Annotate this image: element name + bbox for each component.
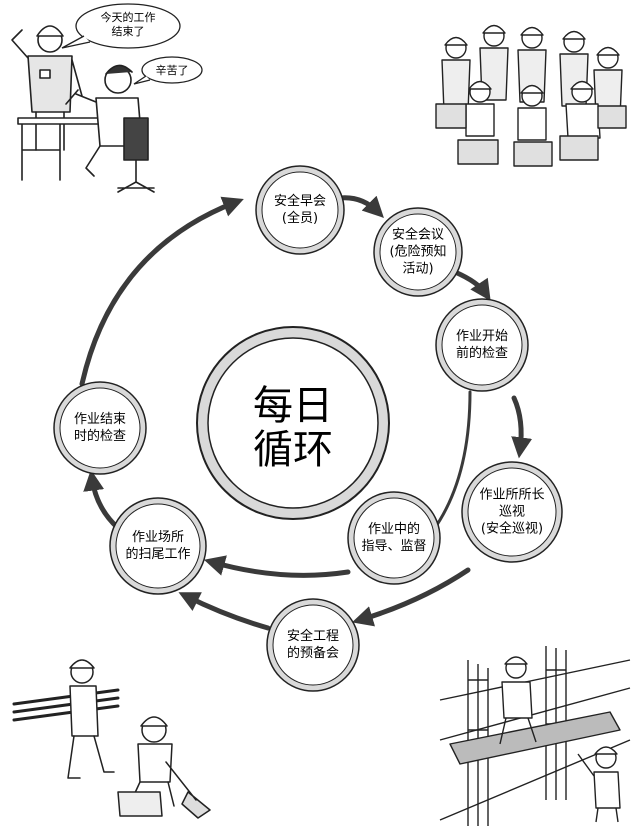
- arrow-precheck-to-patrol: [511, 395, 533, 459]
- node-label-line: (安全巡视): [481, 521, 543, 537]
- arrow-cleanup-to-postcheck: [83, 469, 121, 531]
- center-title-line2: 循环: [253, 427, 333, 473]
- speech-bubble-worker: 今天的工作结束了: [61, 3, 181, 49]
- illustration-top-left: [11, 25, 155, 193]
- speech-line: 辛苦了: [156, 63, 189, 77]
- node-morning-meeting: 安全早会(全员): [255, 165, 345, 255]
- node-face: [353, 497, 435, 579]
- speech-line: 今天的工作: [101, 10, 156, 24]
- node-label-line: 的扫尾工作: [125, 546, 190, 562]
- speech-bubble-boss: 辛苦了: [133, 56, 203, 85]
- arrow-prep-to-cleanup: [178, 592, 271, 631]
- speech-boss-text: 辛苦了: [156, 63, 189, 77]
- node-face: [115, 503, 201, 589]
- node-label-line: 巡视: [499, 505, 525, 520]
- node-label-line: (全员): [282, 210, 318, 226]
- worker-helmet-icon: [36, 25, 64, 37]
- node-label-line: 作业中的: [368, 521, 420, 537]
- office-chair-icon: [117, 117, 155, 193]
- cycle-nodes: 安全早会(全员)安全会议(危险预知活动)作业开始前的检查作业所所长巡视(安全巡视…: [53, 165, 563, 692]
- node-label-line: (危险预知: [389, 244, 446, 260]
- crate-seats: [435, 103, 627, 167]
- node-label-line: 安全会议: [392, 227, 444, 243]
- node-label-line: 活动): [402, 262, 433, 277]
- node-face: [261, 171, 339, 249]
- node-face: [441, 304, 523, 386]
- arrow-morning-to-meeting: [337, 195, 384, 218]
- node-label-line: 作业场所: [132, 530, 184, 545]
- illustration-top-right: [435, 24, 627, 167]
- node-face: [59, 387, 141, 469]
- node-label-line: 作业结束: [74, 412, 126, 427]
- pipes-icon: [12, 688, 120, 722]
- node-label-line: 安全早会: [274, 193, 326, 209]
- broom-icon: [165, 761, 211, 819]
- arrow-guidance-to-cleanup: [203, 555, 351, 578]
- center-title-line1: 每日: [253, 383, 333, 429]
- node-label-line: 作业开始: [456, 329, 508, 344]
- arrow-meeting-to-precheck: [452, 269, 491, 301]
- illustration-bottom-left: [12, 659, 211, 819]
- node-face: [467, 467, 557, 557]
- node-face: [379, 213, 457, 291]
- speech-worker-text: 今天的工作结束了: [101, 10, 156, 38]
- arrow-postcheck-to-morning: [79, 196, 244, 387]
- illustration-bottom-right: [439, 646, 631, 826]
- node-label-line: 前的检查: [456, 345, 508, 361]
- pointing-worker: [577, 746, 621, 823]
- node-label-line: 安全工程: [287, 628, 339, 644]
- center-circle: 每日 循环: [196, 326, 390, 520]
- arrow-precheck-to-guidance: [430, 390, 472, 534]
- inspecting-worker: [499, 656, 537, 745]
- arrow-patrol-to-prep: [351, 567, 471, 627]
- dustpan-icon: [117, 791, 163, 817]
- node-label-line: 指导、监督: [361, 539, 426, 554]
- node-label-line: 时的检查: [74, 428, 126, 444]
- node-label-line: 的预备会: [287, 645, 339, 661]
- node-face: [272, 604, 354, 686]
- seated-workers: [465, 80, 601, 141]
- speech-line: 结束了: [112, 25, 145, 38]
- node-label-line: 作业所所长: [479, 488, 544, 503]
